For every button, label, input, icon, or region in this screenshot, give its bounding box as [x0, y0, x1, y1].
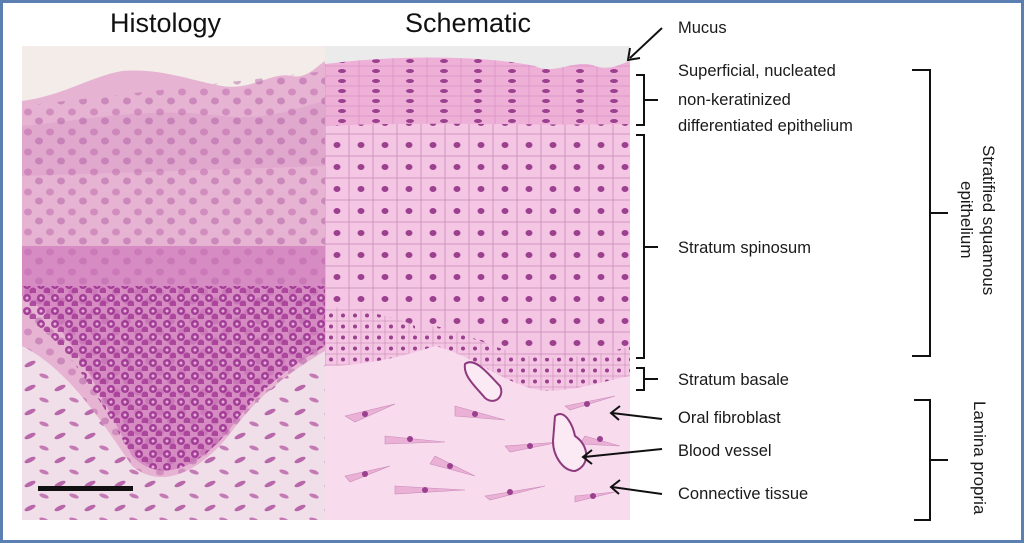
- label-superficial-3: differentiated epithelium: [678, 117, 853, 135]
- label-stratum-basale: Stratum basale: [678, 371, 789, 389]
- label-stratified-line1: Stratified squamous: [979, 144, 998, 296]
- label-superficial-1: Superficial, nucleated: [678, 62, 836, 80]
- schematic-title: Schematic: [405, 8, 532, 38]
- histology-title: Histology: [110, 8, 222, 38]
- label-stratified-squamous: Stratified squamous epithelium: [955, 110, 999, 330]
- scale-bar: [38, 486, 133, 491]
- label-oral-fibroblast: Oral fibroblast: [678, 409, 781, 427]
- label-connective-tissue: Connective tissue: [678, 485, 809, 503]
- histology-image: [22, 46, 325, 520]
- label-mucus: Mucus: [678, 19, 727, 37]
- label-superficial-2: non-keratinized: [678, 91, 791, 109]
- label-blood-vessel: Blood vessel: [678, 442, 772, 460]
- label-lamina-propria: Lamina propria: [970, 400, 989, 515]
- label-stratum-spinosum: Stratum spinosum: [678, 239, 811, 257]
- schematic-image: [325, 46, 630, 520]
- label-stratified-line2: epithelium: [957, 181, 976, 259]
